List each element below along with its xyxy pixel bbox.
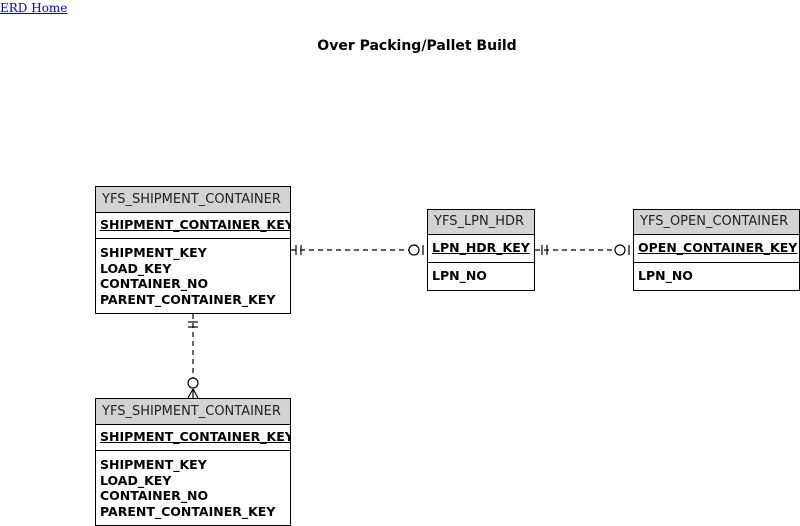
entity-shipment-container-child[interactable]: YFS_SHIPMENT_CONTAINER SHIPMENT_CONTAINE…: [95, 398, 291, 526]
attribute-list: SHIPMENT_KEY LOAD_KEY CONTAINER_NO PAREN…: [96, 451, 290, 519]
primary-key: LPN_HDR_KEY: [428, 235, 534, 263]
primary-key: SHIPMENT_CONTAINER_KEY: [96, 425, 290, 451]
entity-open-container[interactable]: YFS_OPEN_CONTAINER OPEN_CONTAINER_KEY LP…: [633, 209, 800, 291]
attribute: LPN_NO: [432, 268, 487, 283]
attribute: LOAD_KEY: [100, 472, 172, 488]
entity-shipment-container-parent[interactable]: YFS_SHIPMENT_CONTAINER SHIPMENT_CONTAINE…: [95, 186, 291, 314]
relationship-lpn-to-open-container: [535, 244, 630, 256]
erd-home-link[interactable]: ERD Home: [0, 1, 68, 15]
attribute: LPN_NO: [638, 268, 693, 283]
attribute: CONTAINER_NO: [100, 276, 209, 291]
entity-title: YFS_LPN_HDR: [428, 210, 534, 235]
attribute: LOAD_KEY: [100, 260, 172, 276]
attribute: CONTAINER_NO: [100, 488, 209, 503]
page-title: Over Packing/Pallet Build: [317, 38, 517, 54]
entity-title: YFS_SHIPMENT_CONTAINER: [96, 399, 290, 425]
attribute-list: SHIPMENT_KEY LOAD_KEY CONTAINER_NO PAREN…: [96, 239, 290, 307]
attribute: PARENT_CONTAINER_KEY: [100, 503, 276, 519]
entity-title: YFS_SHIPMENT_CONTAINER: [96, 187, 290, 213]
entity-title: YFS_OPEN_CONTAINER: [634, 210, 799, 235]
relationship-shipment-to-lpn: [291, 244, 424, 256]
attribute-list: LPN_NO: [428, 263, 534, 284]
relationship-parent-to-child-container: [187, 314, 199, 399]
entity-lpn-hdr[interactable]: YFS_LPN_HDR LPN_HDR_KEY LPN_NO: [427, 209, 535, 291]
primary-key: SHIPMENT_CONTAINER_KEY: [96, 213, 290, 239]
attribute-list: LPN_NO: [634, 263, 799, 284]
primary-key: OPEN_CONTAINER_KEY: [634, 235, 799, 263]
attribute: SHIPMENT_KEY: [100, 245, 207, 260]
attribute: SHIPMENT_KEY: [100, 457, 207, 472]
attribute: PARENT_CONTAINER_KEY: [100, 291, 276, 307]
